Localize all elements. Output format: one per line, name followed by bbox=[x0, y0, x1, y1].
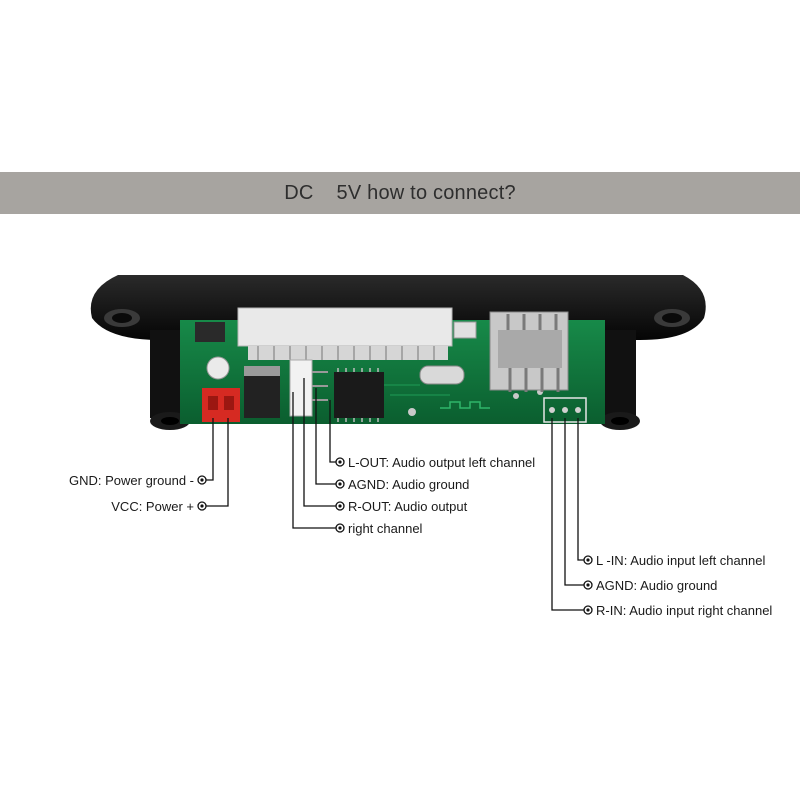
audio-input-header bbox=[543, 397, 587, 423]
label-agnd-in: AGND: Audio ground bbox=[596, 578, 717, 593]
label-gnd: GND: Power ground - bbox=[69, 473, 194, 488]
label-vcc: VCC: Power + bbox=[111, 499, 194, 514]
voltage-regulator bbox=[244, 374, 280, 418]
label-agnd-out: AGND: Audio ground bbox=[348, 477, 469, 492]
crystal-oscillator bbox=[419, 365, 465, 385]
label-lin: L -IN: Audio input left channel bbox=[596, 553, 765, 568]
bracket-right bbox=[602, 330, 636, 418]
capacitor bbox=[206, 356, 230, 380]
label-rin: R-IN: Audio input right channel bbox=[596, 603, 772, 618]
audio-output-header bbox=[289, 359, 328, 417]
usb-socket bbox=[489, 311, 569, 392]
label-rout-cont: right channel bbox=[348, 521, 423, 536]
amplifier-chip bbox=[334, 368, 384, 422]
label-lout: L-OUT: Audio output left channel bbox=[348, 455, 535, 470]
banner-title: DC 5V how to connect? bbox=[284, 181, 516, 204]
display-connector bbox=[237, 307, 477, 360]
label-rout: R-OUT: Audio output bbox=[348, 499, 468, 514]
power-connector bbox=[202, 388, 240, 422]
title-banner: DC 5V how to connect? bbox=[0, 172, 800, 214]
